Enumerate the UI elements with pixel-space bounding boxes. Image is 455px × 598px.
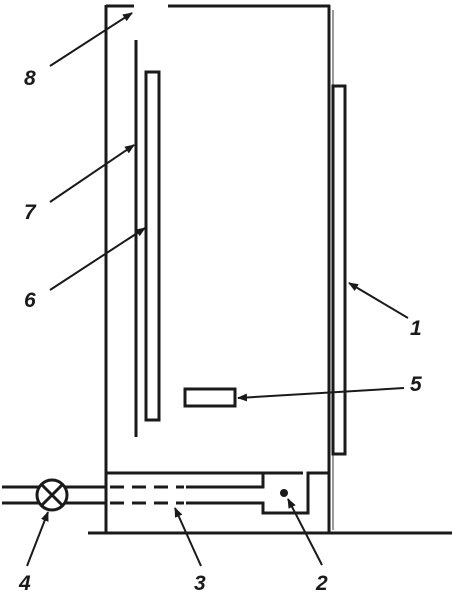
chamber-outline: [186, 473, 265, 489]
vertical-heating-element: [144, 70, 161, 422]
burner-chamber: [106, 471, 329, 515]
igniter-dot: [280, 489, 288, 497]
leader-arrow-2: [287, 498, 323, 566]
callout-label-6: 6: [24, 289, 36, 312]
cabinet-body: [104, 4, 334, 533]
burner-tube-dashes: [110, 485, 184, 505]
callout-label-7: 7: [24, 201, 37, 224]
callout-label-3: 3: [194, 572, 206, 595]
leader-arrow-5: [237, 387, 405, 402]
callout-label-2: 2: [315, 572, 328, 595]
callout-label-4: 4: [18, 572, 31, 595]
leader-arrow-6: [49, 227, 146, 291]
sensor-block: [183, 387, 237, 408]
leader-arrow-7: [49, 144, 135, 203]
callout-label-1: 1: [410, 317, 422, 340]
chamber-outline-lower: [186, 471, 329, 515]
callout-label-8: 8: [24, 67, 36, 90]
leader-arrow-8: [49, 12, 133, 67]
gas-valve-icon: [35, 478, 69, 512]
leader-arrow-1: [348, 282, 409, 319]
external-heater-panel: [331, 84, 347, 456]
callout-label-5: 5: [410, 373, 422, 396]
leader-arrow-3: [174, 507, 202, 567]
leader-arrow-4: [26, 511, 49, 567]
